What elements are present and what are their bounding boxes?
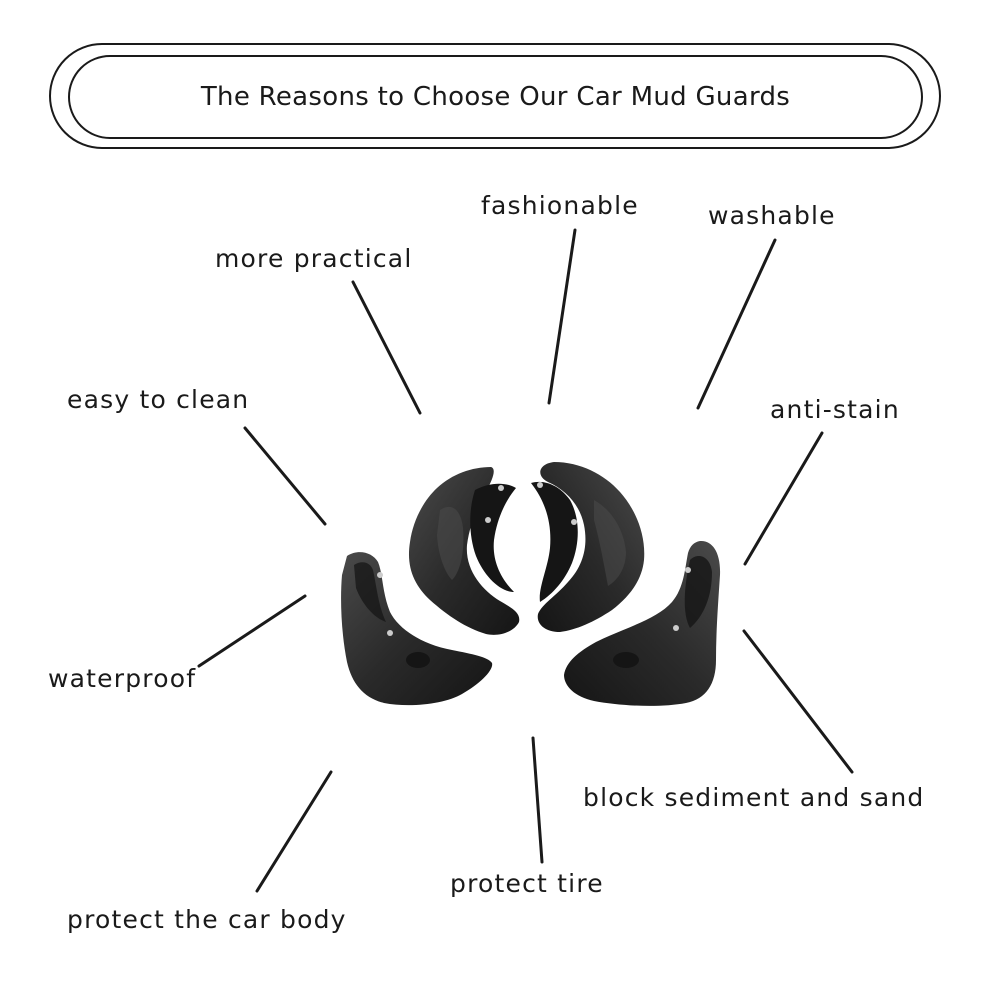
leader-line-washable	[696, 238, 777, 410]
leader-line-more-practical	[351, 280, 422, 415]
feature-label-more-practical: more practical	[215, 244, 413, 273]
leader-line-waterproof	[197, 594, 307, 668]
title-banner: The Reasons to Choose Our Car Mud Guards	[68, 55, 923, 139]
feature-label-washable: washable	[708, 201, 836, 230]
leader-line-protect-tire	[531, 736, 544, 864]
title-banner-outer-frame	[49, 43, 941, 149]
mud-guard-front-left	[341, 552, 493, 706]
feature-label-block-sediment: block sediment and sand	[583, 783, 925, 812]
leader-line-protect-body	[255, 770, 333, 893]
feature-label-anti-stain: anti-stain	[770, 395, 900, 424]
feature-label-protect-body: protect the car body	[67, 905, 347, 934]
mud-guard-rear-right	[531, 462, 645, 632]
leader-line-anti-stain	[743, 431, 824, 566]
feature-label-easy-to-clean: easy to clean	[67, 385, 250, 414]
page-title: The Reasons to Choose Our Car Mud Guards	[200, 82, 791, 112]
mud-guard-front-right	[564, 540, 721, 706]
leader-line-easy-to-clean	[243, 426, 327, 526]
feature-label-fashionable: fashionable	[481, 191, 639, 220]
mud-guard-rear-left	[408, 467, 520, 635]
feature-label-waterproof: waterproof	[48, 664, 197, 693]
feature-label-protect-tire: protect tire	[450, 869, 604, 898]
leader-line-fashionable	[547, 228, 577, 405]
leader-line-block-sediment	[742, 629, 854, 774]
